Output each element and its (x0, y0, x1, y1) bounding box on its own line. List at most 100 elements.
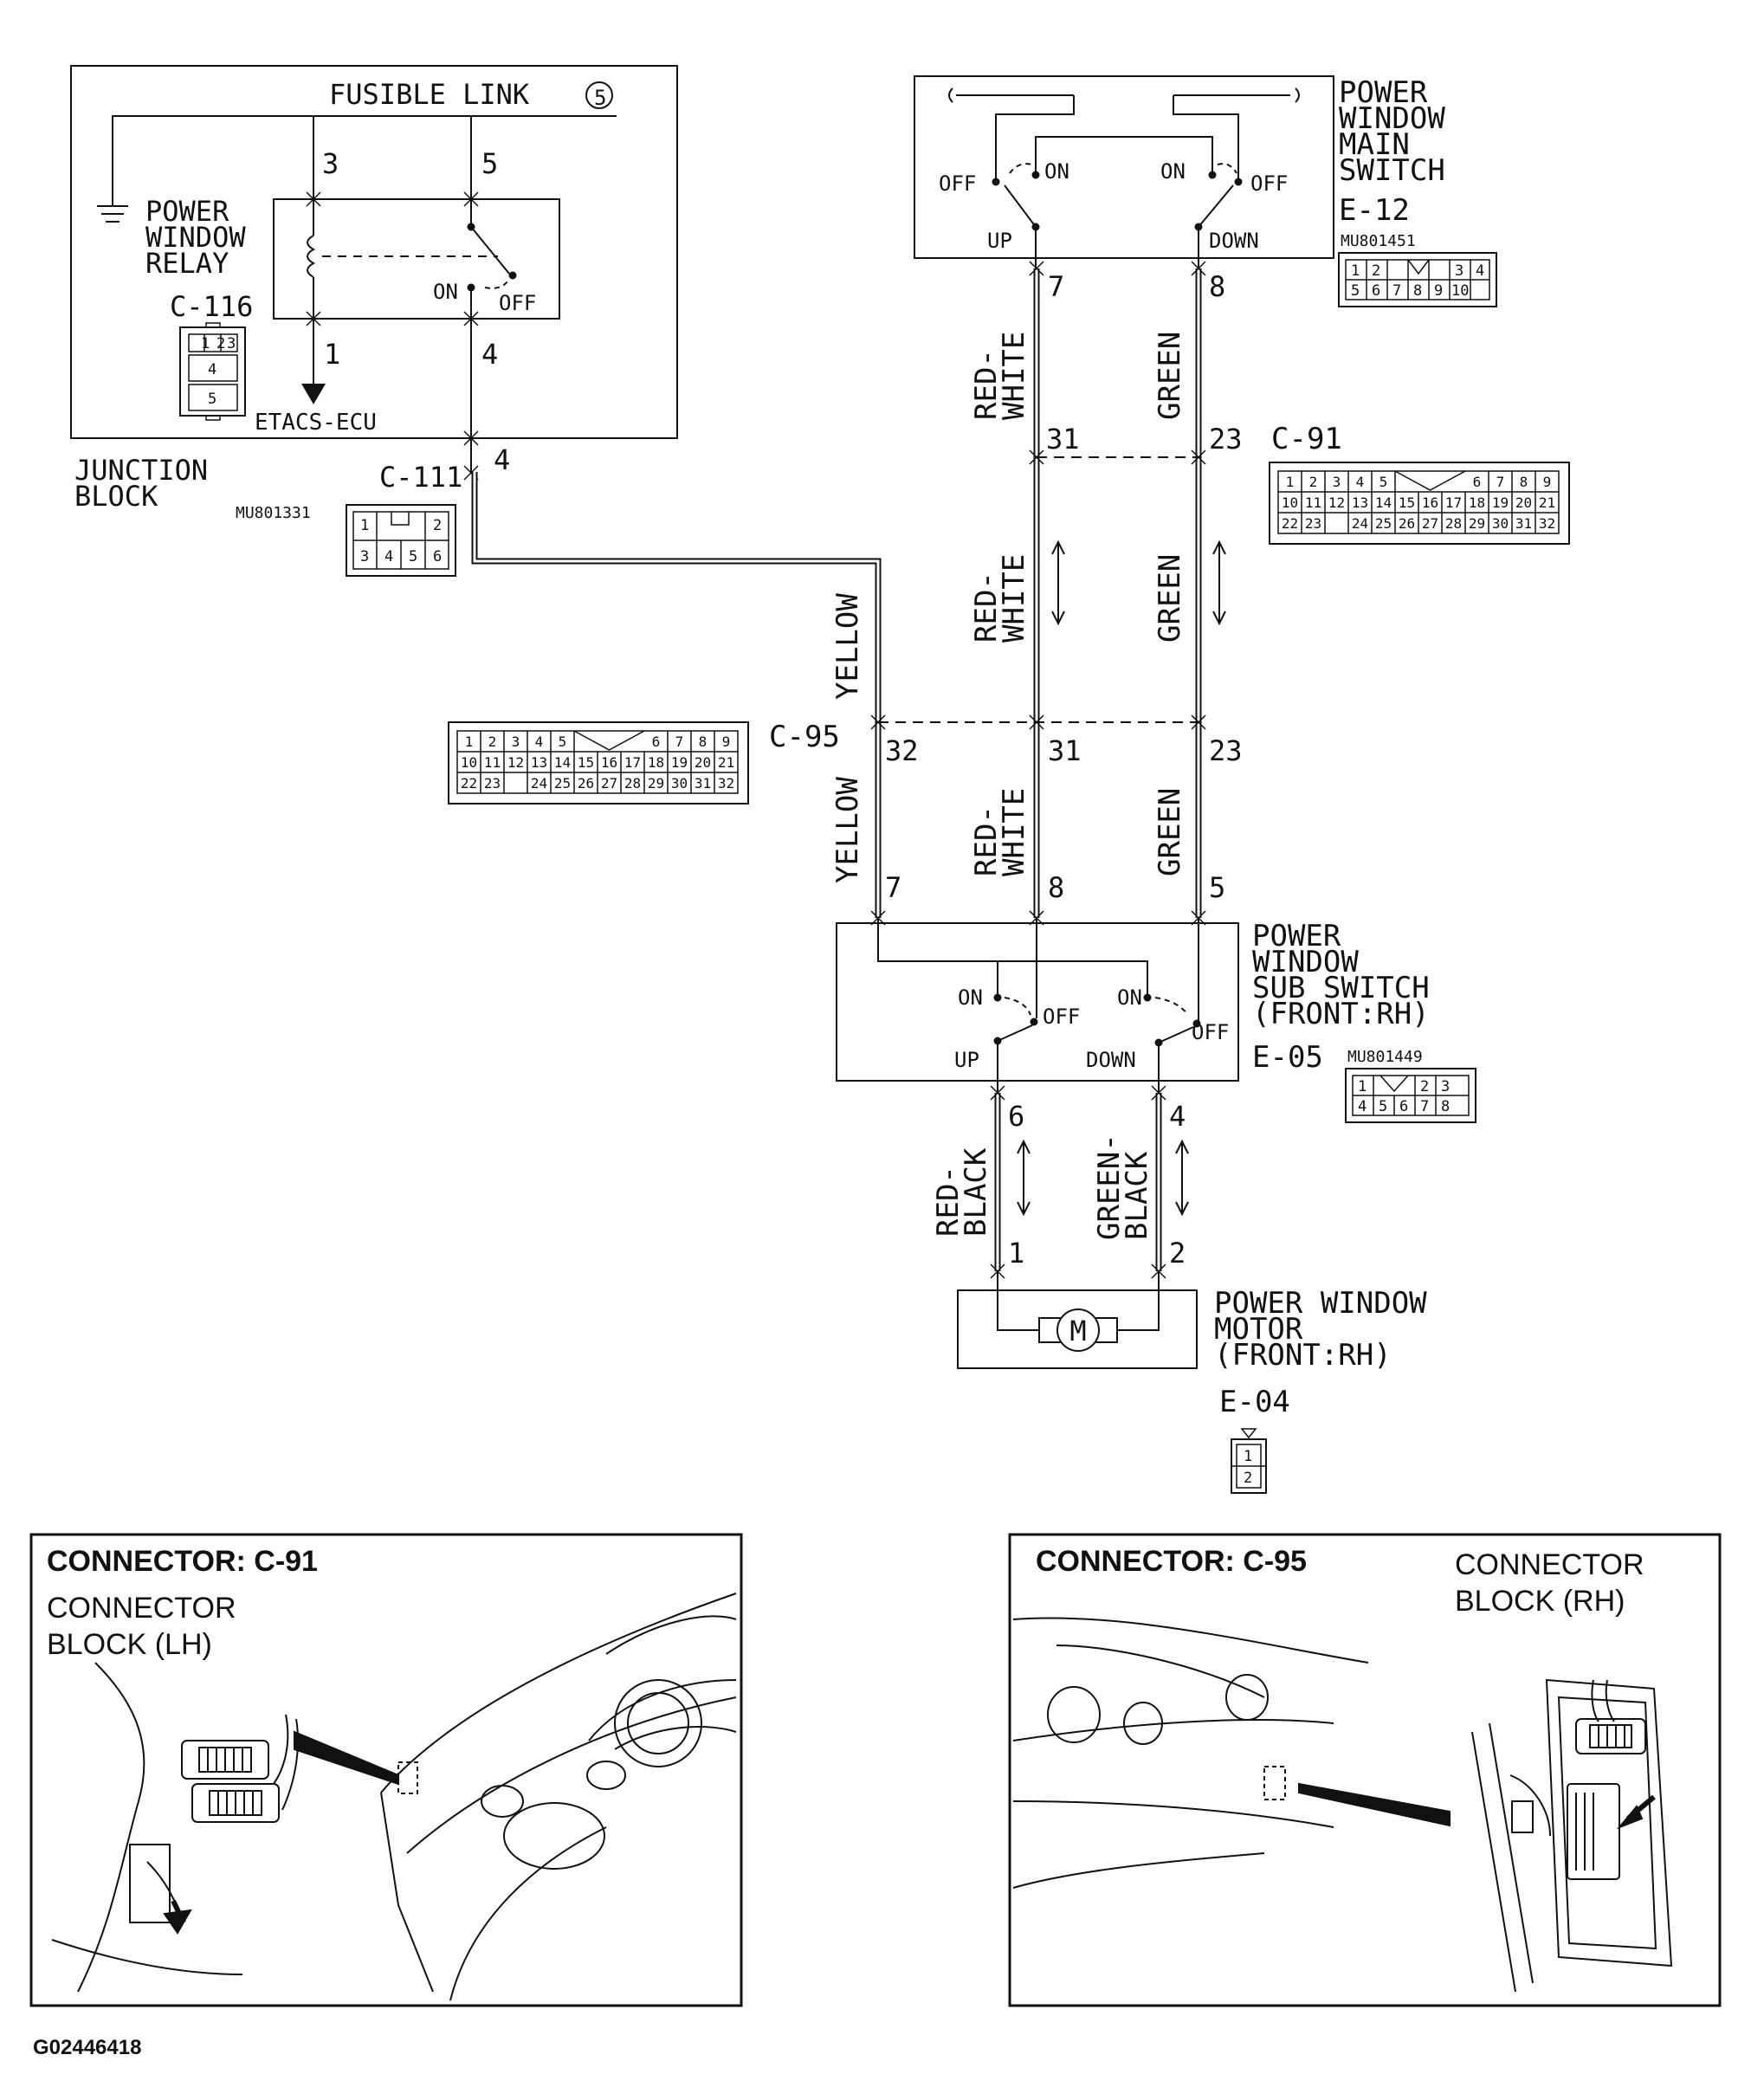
wire-harness (471, 261, 1226, 1279)
c91-cell-25: 25 (1375, 515, 1392, 532)
junction-block-title-line2: BLOCK (74, 480, 158, 513)
sub-switch-cell-5: 5 (1379, 1098, 1387, 1115)
relay-label-line1: POWER (145, 195, 229, 228)
main-switch-title-3: MAIN (1339, 127, 1410, 162)
main-switch-cell-8: 8 (1413, 282, 1422, 300)
c91-label: C-91 (1271, 422, 1342, 456)
relay-pin-5: 5 (481, 147, 498, 180)
wire-label-red-white-top-1: RED- (969, 349, 1004, 420)
c95-pin-23: 23 (1209, 734, 1243, 767)
motor-cell-2: 2 (1244, 1470, 1252, 1487)
sub-switch (836, 918, 1476, 1123)
c91-pin-23: 23 (1209, 423, 1243, 456)
relay-pin-1: 1 (324, 338, 340, 371)
c95-pin-31: 31 (1048, 734, 1082, 767)
junction-block (70, 65, 678, 472)
motor-id: E-04 (1219, 1385, 1290, 1419)
c91-cell-10: 10 (1282, 494, 1298, 511)
c111-labels: C-111 4 1 2 3 4 5 6 (360, 443, 510, 565)
c95-cell-18: 18 (648, 754, 664, 771)
c95-label: C-95 (769, 720, 840, 754)
main-switch-off-right: OFF (1250, 171, 1288, 196)
c95-cell-3: 3 (512, 733, 520, 750)
c95-cell-1: 1 (465, 733, 474, 750)
fusible-link-number: 5 (594, 86, 606, 110)
c111-cell-6: 6 (433, 548, 442, 565)
c91-cell-22: 22 (1282, 515, 1298, 532)
main-switch-off-left: OFF (939, 171, 976, 196)
sub-switch-on-left: ON (958, 985, 983, 1010)
wire-color-labels: RED- WHITE GREEN RED- WHITE GREEN YELLOW… (830, 332, 1187, 1240)
c95-cell-16: 16 (601, 754, 617, 771)
sub-switch-pin-5: 5 (1209, 871, 1225, 904)
panel-c95-caption-1: CONNECTOR (1455, 1548, 1644, 1581)
panel-c95: CONNECTOR: C-95 CONNECTOR BLOCK (RH) (1008, 1533, 1722, 2007)
c95-cell-9: 9 (722, 733, 731, 750)
c111-cell-2: 2 (433, 517, 442, 534)
c95-cell-7: 7 (675, 733, 684, 750)
c95-cell-12: 12 (507, 754, 524, 771)
wire-label-green-mid: GREEN (1153, 554, 1187, 643)
main-switch-cell-4: 4 (1476, 262, 1484, 280)
panel-c95-title: CONNECTOR: C-95 (1036, 1545, 1307, 1578)
sub-switch-off-right: OFF (1192, 1020, 1229, 1044)
fusible-link-label: FUSIBLE LINK (329, 78, 530, 111)
c111-connector (346, 465, 479, 577)
panel-c95-illustration (1012, 1617, 1673, 1993)
motor-title-2: MOTOR (1214, 1312, 1303, 1347)
c95-cell-14: 14 (554, 754, 571, 771)
c91-cell-11: 11 (1305, 494, 1321, 511)
panel-c91: CONNECTOR: C-91 CONNECTOR BLOCK (LH) (29, 1533, 743, 2007)
c91-cell-30: 30 (1492, 515, 1509, 532)
main-switch-cell-6: 6 (1372, 282, 1380, 300)
c111-pin: 4 (494, 443, 510, 476)
relay-connector-label: C-116 (170, 290, 253, 323)
sub-switch-pin-6: 6 (1008, 1100, 1024, 1133)
c95-cell-19: 19 (671, 754, 688, 771)
motor-pin-2: 2 (1169, 1237, 1186, 1270)
sub-switch-title-3: SUB SWITCH (1252, 971, 1430, 1005)
c95-cell-31: 31 (695, 775, 711, 792)
main-switch-cell-5: 5 (1351, 282, 1360, 300)
c91-cell-3: 3 (1333, 474, 1341, 490)
panel-c91-caption-2: BLOCK (LH) (47, 1628, 212, 1661)
c91-cell-15: 15 (1399, 494, 1415, 511)
junction-block-labels: FUSIBLE LINK 5 POWER WINDOW RELAY C-116 … (74, 78, 606, 522)
c95-cell-29: 29 (648, 775, 664, 792)
c91-cell-19: 19 (1492, 494, 1509, 511)
relay-pin-cell-4: 4 (208, 361, 216, 378)
main-switch-cell-7: 7 (1392, 282, 1401, 300)
c91-cell-9: 9 (1543, 474, 1552, 490)
c95-cell-23: 23 (484, 775, 501, 792)
c91-cell-23: 23 (1305, 515, 1321, 532)
panel-c91-caption-1: CONNECTOR (47, 1592, 236, 1625)
sub-switch-title-4: (FRONT:RH) (1252, 997, 1430, 1031)
c95-cell-15: 15 (578, 754, 594, 771)
c111-cell-3: 3 (360, 548, 369, 565)
main-switch-cell-10: 10 (1451, 282, 1469, 300)
sub-switch-pin-8: 8 (1048, 871, 1064, 904)
c95-cell-30: 30 (671, 775, 688, 792)
c95-cell-2: 2 (488, 733, 497, 750)
motor (957, 1271, 1267, 1494)
c95-cell-22: 22 (461, 775, 477, 792)
c95-pin-32: 32 (885, 734, 919, 767)
c91-cell-29: 29 (1469, 515, 1485, 532)
wire-label-yellow-bottom: YELLOW (830, 777, 865, 883)
sub-switch-id: E-05 (1252, 1040, 1323, 1075)
relay-pin-cell-1: 1 (201, 335, 210, 352)
sub-switch-up: UP (954, 1048, 979, 1072)
relay-label-line2: WINDOW (145, 221, 246, 254)
relay-switch-off: OFF (499, 291, 536, 315)
c111-cell-1: 1 (360, 517, 369, 534)
c95-cell-6: 6 (652, 733, 661, 750)
c91-cell-8: 8 (1520, 474, 1528, 490)
c95-cell-13: 13 (531, 754, 547, 771)
c95-cell-20: 20 (695, 754, 711, 771)
c95-connector (448, 721, 749, 804)
junction-block-title-line1: JUNCTION (74, 454, 208, 487)
c91-cell-4: 4 (1356, 474, 1365, 490)
sub-switch-part-number: MU801449 (1347, 1048, 1423, 1066)
c91-cell-31: 31 (1515, 515, 1532, 532)
sub-switch-title-1: POWER (1252, 919, 1341, 953)
